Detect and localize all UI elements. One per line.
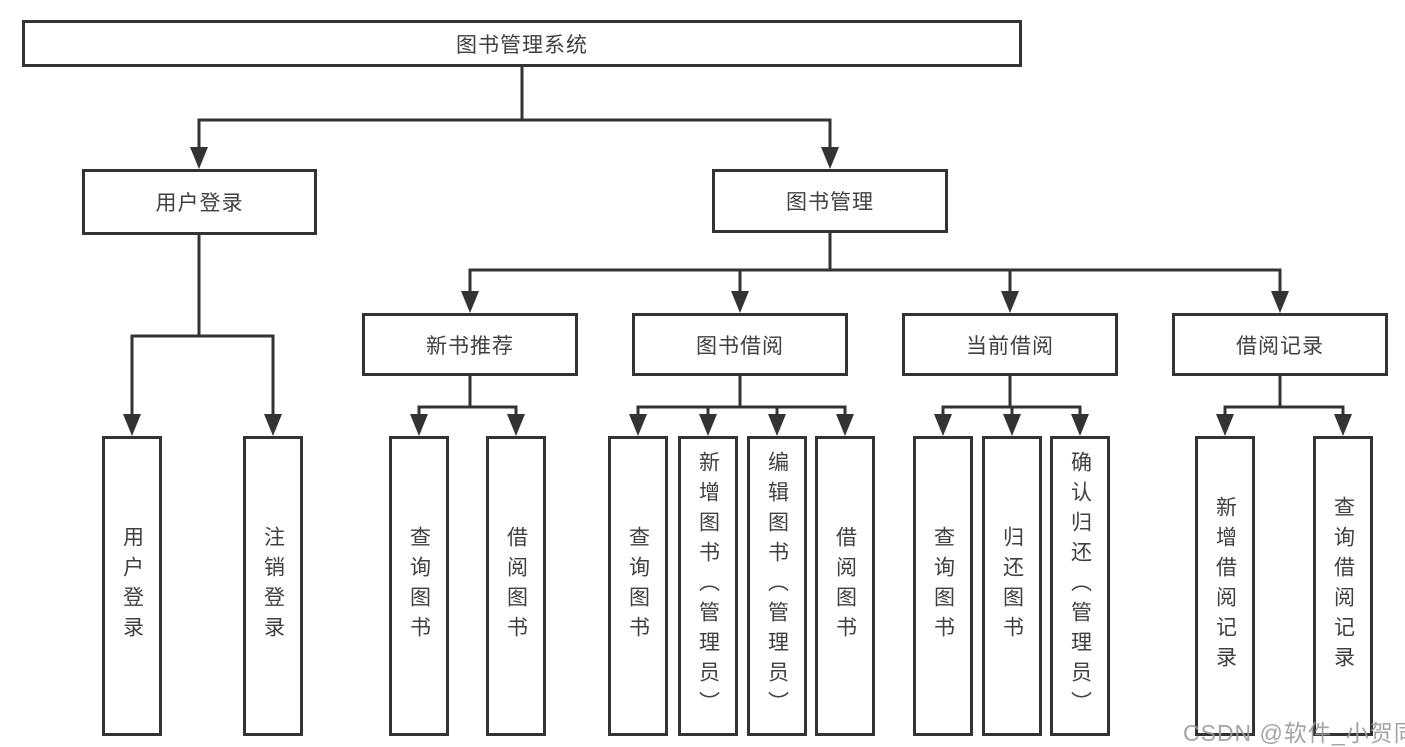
node-borrow-records: 借阅记录 — [1172, 313, 1388, 376]
leaf-current-query: 查询图书 — [913, 436, 973, 736]
connector-new-books-to-leaves — [410, 374, 525, 436]
node-new-books: 新书推荐 — [362, 313, 578, 376]
leaf-logout: 注销登录 — [243, 436, 303, 736]
node-current-borrow: 当前借阅 — [902, 313, 1118, 376]
leaf-records-query: 查询借阅记录 — [1313, 436, 1373, 736]
node-book-borrow: 图书借阅 — [632, 313, 848, 376]
node-user-login: 用户登录 — [82, 169, 317, 235]
node-root-system: 图书管理系统 — [22, 20, 1022, 67]
csdn-watermark: CSDN @软件_小贺同学 — [1183, 720, 1405, 746]
leaf-user-login: 用户登录 — [102, 436, 162, 736]
node-book-mgmt: 图书管理 — [712, 169, 948, 233]
connector-user-login-to-leaves — [123, 233, 282, 436]
connector-current-borrow-to-leaves — [934, 374, 1089, 436]
leaf-borrow-query: 查询图书 — [608, 436, 668, 736]
connector-borrow-records-to-leaves — [1216, 374, 1352, 436]
leaf-borrow-add-admin: 新增图书（管理员） — [678, 436, 738, 736]
connector-book-borrow-to-leaves — [629, 374, 854, 436]
connector-book-mgmt-to-level3 — [461, 231, 1289, 313]
leaf-current-confirm-admin: 确认归还（管理员） — [1050, 436, 1110, 736]
leaf-borrow-borrow: 借阅图书 — [815, 436, 875, 736]
leaf-borrow-edit-admin: 编辑图书（管理员） — [747, 436, 807, 736]
leaf-newbooks-borrow: 借阅图书 — [486, 436, 546, 736]
connector-root-to-level2 — [190, 65, 839, 169]
leaf-records-add: 新增借阅记录 — [1195, 436, 1255, 736]
leaf-newbooks-query: 查询图书 — [389, 436, 449, 736]
leaf-current-return: 归还图书 — [982, 436, 1042, 736]
